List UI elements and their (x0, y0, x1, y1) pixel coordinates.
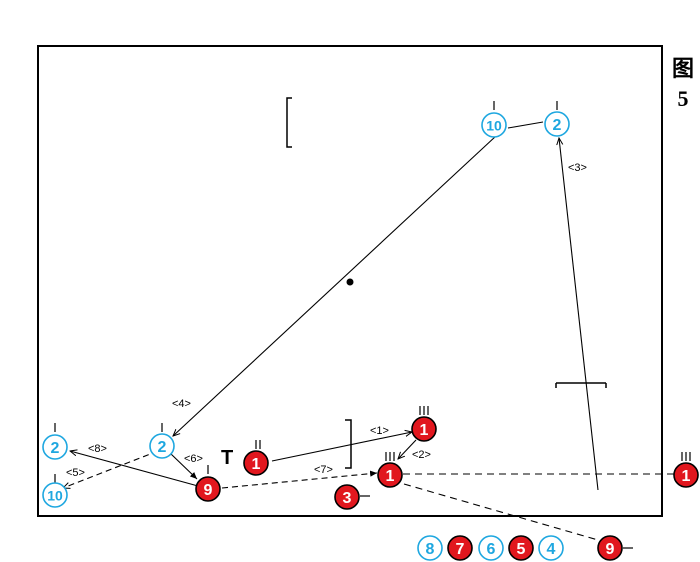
player-blue-2-top: 2 (544, 111, 570, 137)
player-number: 3 (343, 490, 352, 507)
player-number: 9 (606, 541, 615, 558)
player-number: 2 (553, 117, 562, 134)
player-number: 1 (252, 456, 261, 473)
step-label-8: <8> (88, 443, 107, 455)
pass-line-10-to-2-top (507, 121, 544, 129)
bench-player-4: 4 (538, 535, 564, 561)
player-blue-2-mid: 2 (149, 433, 175, 459)
player-blue-10-left: 10 (42, 482, 68, 508)
screen-mark-right (555, 382, 607, 388)
player-red-9-outside: 9 (597, 535, 623, 561)
step-label-6: <6> (184, 453, 203, 465)
player-number: 1 (682, 468, 691, 485)
pass-line-2 (398, 439, 417, 459)
center-dot (346, 278, 354, 286)
player-red-1-right: 1 (673, 462, 699, 488)
player-number: 10 (486, 118, 502, 134)
dashed-line-outside (403, 483, 599, 541)
bench-player-6: 6 (478, 535, 504, 561)
bench-player-7: 7 (447, 535, 473, 561)
movement-lines (63, 121, 674, 541)
player-red-9: 9 (195, 476, 221, 502)
player-number: 4 (547, 541, 556, 558)
figure-label-number: 5 (677, 86, 689, 111)
player-red-1-lower: 1 (377, 462, 403, 488)
player-red-1-upper: 1 (411, 416, 437, 442)
screen-bracket-mark (345, 419, 352, 469)
player-number: 2 (51, 440, 60, 457)
pass-line-1 (271, 432, 412, 462)
player-number: 5 (517, 541, 526, 558)
player-red-3: 3 (334, 484, 360, 510)
dashed-line-7 (221, 470, 378, 489)
bench-player-8: 8 (417, 535, 443, 561)
cut-line-6 (170, 453, 198, 480)
player-number: 1 (386, 468, 395, 485)
player-blue-10-top: 10 (481, 112, 507, 138)
left-bracket-mark (286, 97, 292, 148)
player-number: 8 (426, 541, 435, 558)
player-number: 1 (420, 422, 429, 439)
player-number: 6 (487, 541, 496, 558)
player-number: 9 (204, 482, 213, 499)
step-label-4: <4> (172, 398, 191, 410)
cut-line-8 (70, 451, 199, 487)
step-label-5: <5> (66, 467, 85, 479)
figure-label: 图 5 (668, 54, 698, 114)
figure-label-char: 图 (671, 56, 694, 81)
cut-line-4 (173, 135, 497, 436)
player-number: 2 (158, 439, 167, 456)
step-label-2: <2> (412, 449, 431, 461)
player-red-1-ball: 1 (243, 450, 269, 476)
player-number: 10 (47, 488, 63, 504)
step-label-3: <3> (568, 162, 587, 174)
bench-player-5: 5 (508, 535, 534, 561)
step-label-1: <1> (370, 425, 389, 437)
bench-row: 8 7 6 5 4 (417, 535, 564, 561)
dashed-line-5 (63, 450, 159, 488)
cut-line-3 (559, 138, 599, 491)
court-boundary (37, 45, 663, 517)
player-ticks (54, 101, 691, 549)
t-marker: T (221, 447, 233, 469)
player-blue-2-left: 2 (42, 434, 68, 460)
step-label-7: <7> (314, 464, 333, 476)
player-number: 7 (456, 541, 465, 558)
